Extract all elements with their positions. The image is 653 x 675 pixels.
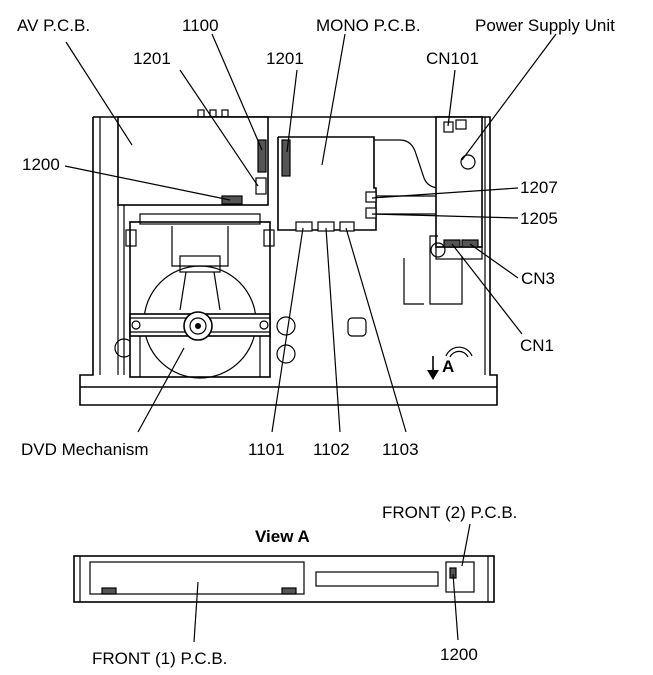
connector-1201-right [281,139,291,177]
connector-1201-left [255,177,267,195]
label-front1-pcb: FRONT (1) P.C.B. [92,649,227,668]
label-cn101: CN101 [426,49,479,68]
label-1101: 1101 [248,440,285,459]
disc-slot [315,571,439,587]
label-1102: 1102 [313,440,350,459]
label-av-pcb: AV P.C.B. [17,16,90,35]
label-dvd-mechanism: DVD Mechanism [21,440,149,459]
av-pcb [117,116,269,206]
label-1201-right: 1201 [266,49,304,68]
top-labels: AV P.C.B. 1100 MONO P.C.B. Power Supply … [17,16,615,459]
connector-1100 [257,139,267,173]
dvd-mechanism [125,213,275,379]
label-1100: 1100 [182,16,219,35]
connector-1101 [295,221,313,232]
label-front2-pcb: FRONT (2) P.C.B. [382,503,517,522]
label-1207: 1207 [520,178,558,197]
label-cn1: CN1 [520,336,554,355]
label-view-a-arrow: A [442,357,454,376]
label-1200-top: 1200 [22,155,60,174]
leader-lines [64,33,557,433]
chassis-top-view [79,109,498,406]
view-a-labels: FRONT (2) P.C.B. View A FRONT (1) P.C.B.… [92,503,517,668]
power-supply-unit [435,116,483,248]
connector-1207 [365,191,377,203]
label-1201-left: 1201 [133,49,171,68]
label-1200-bottom: 1200 [440,645,478,664]
view-a-arrow [427,356,439,380]
connector-1200-top [221,195,243,205]
connector-1205 [365,207,377,219]
label-1103: 1103 [382,440,419,459]
mono-pcb [277,136,377,231]
label-1205: 1205 [520,209,558,228]
view-a-leaders [193,523,471,643]
connector-cn1 [443,239,461,248]
label-power-supply-unit: Power Supply Unit [475,16,615,35]
label-view-a-title: View A [255,527,310,546]
label-mono-pcb: MONO P.C.B. [316,16,421,35]
connector-cn3 [461,239,479,248]
view-a-front [73,555,495,603]
front2-pcb [445,561,475,593]
label-cn3: CN3 [521,269,555,288]
